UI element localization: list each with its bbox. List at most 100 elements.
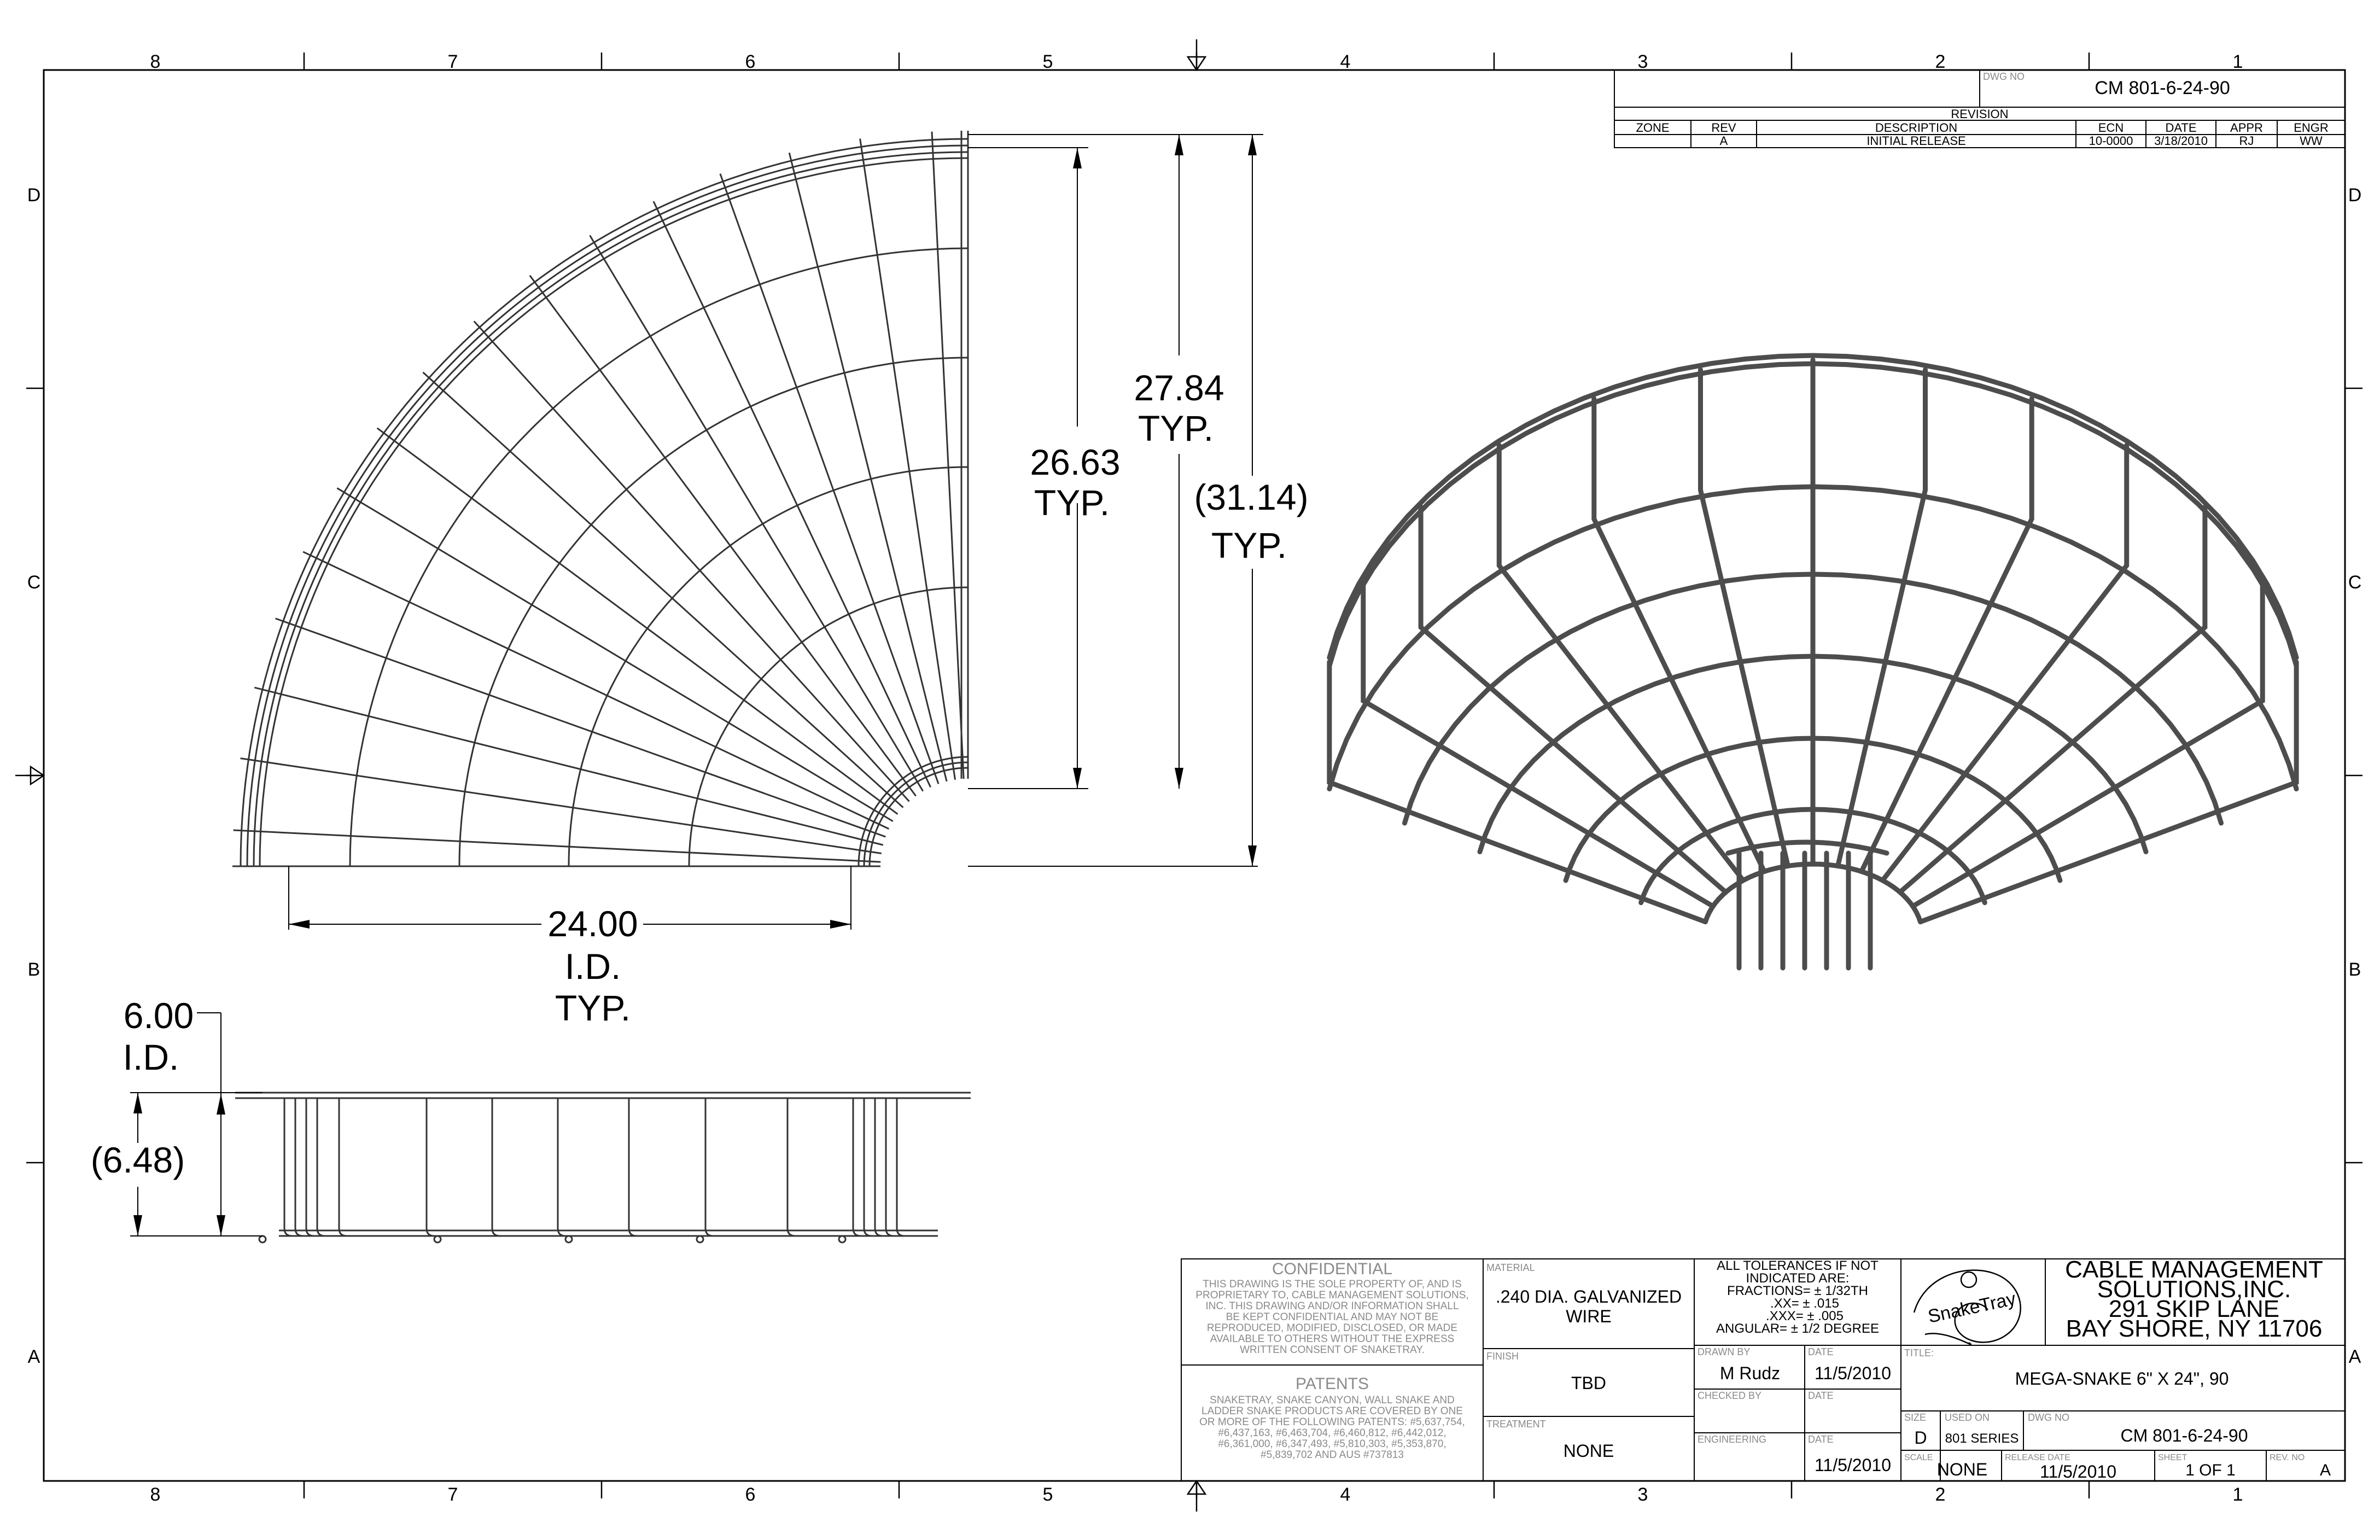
plan-arc-wire (240, 138, 969, 867)
rev-no-value: A (2320, 1461, 2331, 1479)
title-label: TITLE: (1904, 1348, 1934, 1358)
plan-radial-wire (589, 235, 924, 792)
dwg-no-label: DWG NO (2028, 1412, 2069, 1423)
plan-view-tray (232, 131, 969, 867)
zone-label: 7 (448, 51, 458, 72)
iso-u-wire (1897, 504, 2208, 895)
side-wire-end (696, 1235, 704, 1244)
zone-label: C (2348, 572, 2362, 593)
plan-arc-wire (858, 756, 969, 867)
side-u-wire (316, 1098, 325, 1237)
side-u-wire (557, 1098, 566, 1237)
checked-date-label: DATE (1808, 1390, 1834, 1401)
side-u-wire (874, 1098, 883, 1237)
zone-label: 1 (2233, 51, 2243, 72)
zone-label: 7 (448, 1484, 458, 1505)
iso-u-wire (1918, 660, 2299, 925)
rev-cell-appr: RJ (2239, 134, 2254, 148)
plan-radial-wire (233, 829, 881, 863)
side-u-wire (704, 1098, 714, 1237)
confidential-line: AVAILABLE TO OTHERS WITHOUT THE EXPRESS (1210, 1333, 1455, 1345)
plan-radial-wire (859, 138, 956, 780)
confidential-line: WRITTEN CONSENT OF SNAKETRAY. (1240, 1344, 1425, 1356)
company-address-line-1: 291 SKIP LANE (2109, 1296, 2279, 1322)
zone-ticks (26, 52, 2362, 1498)
iso-u-wire (1859, 396, 2034, 874)
rev-cell-rev: A (1720, 134, 1728, 148)
dimension-arrows (289, 135, 1257, 929)
zone-label: A (2349, 1346, 2361, 1367)
engineering-date-label: DATE (1808, 1434, 1834, 1445)
rev-header-engr: ENGR (2294, 121, 2329, 135)
drawn-date-label: DATE (1808, 1346, 1834, 1357)
patents-line: LADDER SNAKE PRODUCTS ARE COVERED BY ONE (1201, 1405, 1463, 1417)
zone-label: 3 (1638, 1484, 1648, 1505)
rev-cell-engr: WW (2300, 134, 2323, 148)
patents-line: SNAKETRAY, SNAKE CANYON, WALL SNAKE AND (1210, 1395, 1455, 1406)
side-u-wire (786, 1098, 796, 1237)
zone-label: 8 (150, 1484, 161, 1505)
plan-dimensions (288, 134, 1263, 930)
zone-label: 2 (1935, 51, 1946, 72)
treatment-value: NONE (1564, 1441, 1614, 1461)
side-u-wire (294, 1098, 304, 1237)
drawn-by-value: M Rudz (1720, 1363, 1780, 1383)
plan-arc-wire (246, 144, 969, 867)
patents-line: #6,361,000, #6,347,493, #5,810,303, #5,3… (1218, 1438, 1446, 1450)
tolerance-line: ANGULAR= ± 1/2 DEGREE (1716, 1321, 1879, 1336)
rev-header-zone: ZONE (1636, 121, 1669, 135)
plan-arc-wire (458, 357, 969, 867)
sheet-label: SHEET (2158, 1453, 2188, 1462)
material-value: .240 DIA. GALVANIZED (1496, 1287, 1682, 1306)
side-u-wire (283, 1098, 293, 1237)
tolerance-line: INDICATED ARE: (1746, 1271, 1850, 1286)
patents-line: OR MORE OF THE FOLLOWING PATENTS: #5,637… (1199, 1416, 1465, 1428)
side-wire-end (433, 1235, 442, 1244)
dim-27-84: 27.84 (1134, 368, 1224, 408)
zone-label: 2 (1935, 1484, 1946, 1505)
release-date-label: RELEASE DATE (2005, 1453, 2070, 1462)
zone-label: B (28, 959, 40, 980)
tolerance-line: ALL TOLERANCES IF NOT (1717, 1258, 1879, 1273)
plan-arc-wire (863, 761, 969, 867)
zone-label: D (2348, 185, 2362, 206)
zone-label: C (27, 572, 41, 593)
isometric-view-tray (1327, 353, 2299, 971)
rev-header-date: DATE (2165, 121, 2196, 135)
plan-radial-wire (376, 427, 899, 815)
patents-line: #6,437,163, #6,463,704, #6,460,812, #6,4… (1218, 1427, 1446, 1439)
zone-label: 3 (1638, 51, 1648, 72)
treatment-label: TREATMENT (1486, 1419, 1546, 1430)
rev-dwgno-label: DWG NO (1983, 71, 2025, 82)
zone-label: 6 (745, 1484, 756, 1505)
side-u-wire (425, 1098, 435, 1237)
dim-6-00-id: I.D. (123, 1037, 179, 1077)
checked-by-label: CHECKED BY (1698, 1390, 1761, 1401)
drawing-title: MEGA-SNAKE 6" X 24", 90 (2015, 1369, 2229, 1389)
side-u-wire (305, 1098, 314, 1237)
side-u-wire (885, 1098, 894, 1237)
rev-dwg-number: CM 801-6-24-90 (2095, 78, 2230, 98)
zone-label: A (28, 1346, 40, 1367)
plan-radial-wire (275, 617, 886, 838)
plan-radial-wire (302, 551, 890, 830)
iso-u-wire (1496, 442, 1746, 883)
side-wire-end (838, 1235, 847, 1244)
patents-line: #5,839,702 AND AUS #737813 (1261, 1449, 1404, 1461)
dim-24-00-id: I.D. (565, 946, 621, 987)
plan-arc-wire (253, 151, 969, 867)
rev-header-rev: REV (1711, 121, 1736, 135)
company-name-line-1: CABLE MANAGEMENT (2065, 1256, 2323, 1283)
plan-radial-wire (473, 320, 910, 802)
engineering-date-value: 11/5/2010 (1815, 1455, 1891, 1475)
iso-u-wire (1698, 367, 1790, 868)
zone-label: D (27, 185, 41, 206)
plan-arc-wire (688, 586, 969, 867)
plan-radial-wire (719, 173, 940, 784)
title-block: CONFIDENTIAL THIS DRAWING IS THE SOLE PR… (1181, 1256, 2346, 1481)
side-u-wire (338, 1098, 347, 1237)
size-label: SIZE (1904, 1412, 1926, 1423)
dim-6-48: (6.48) (91, 1140, 185, 1180)
zone-label: 4 (1340, 1484, 1351, 1505)
